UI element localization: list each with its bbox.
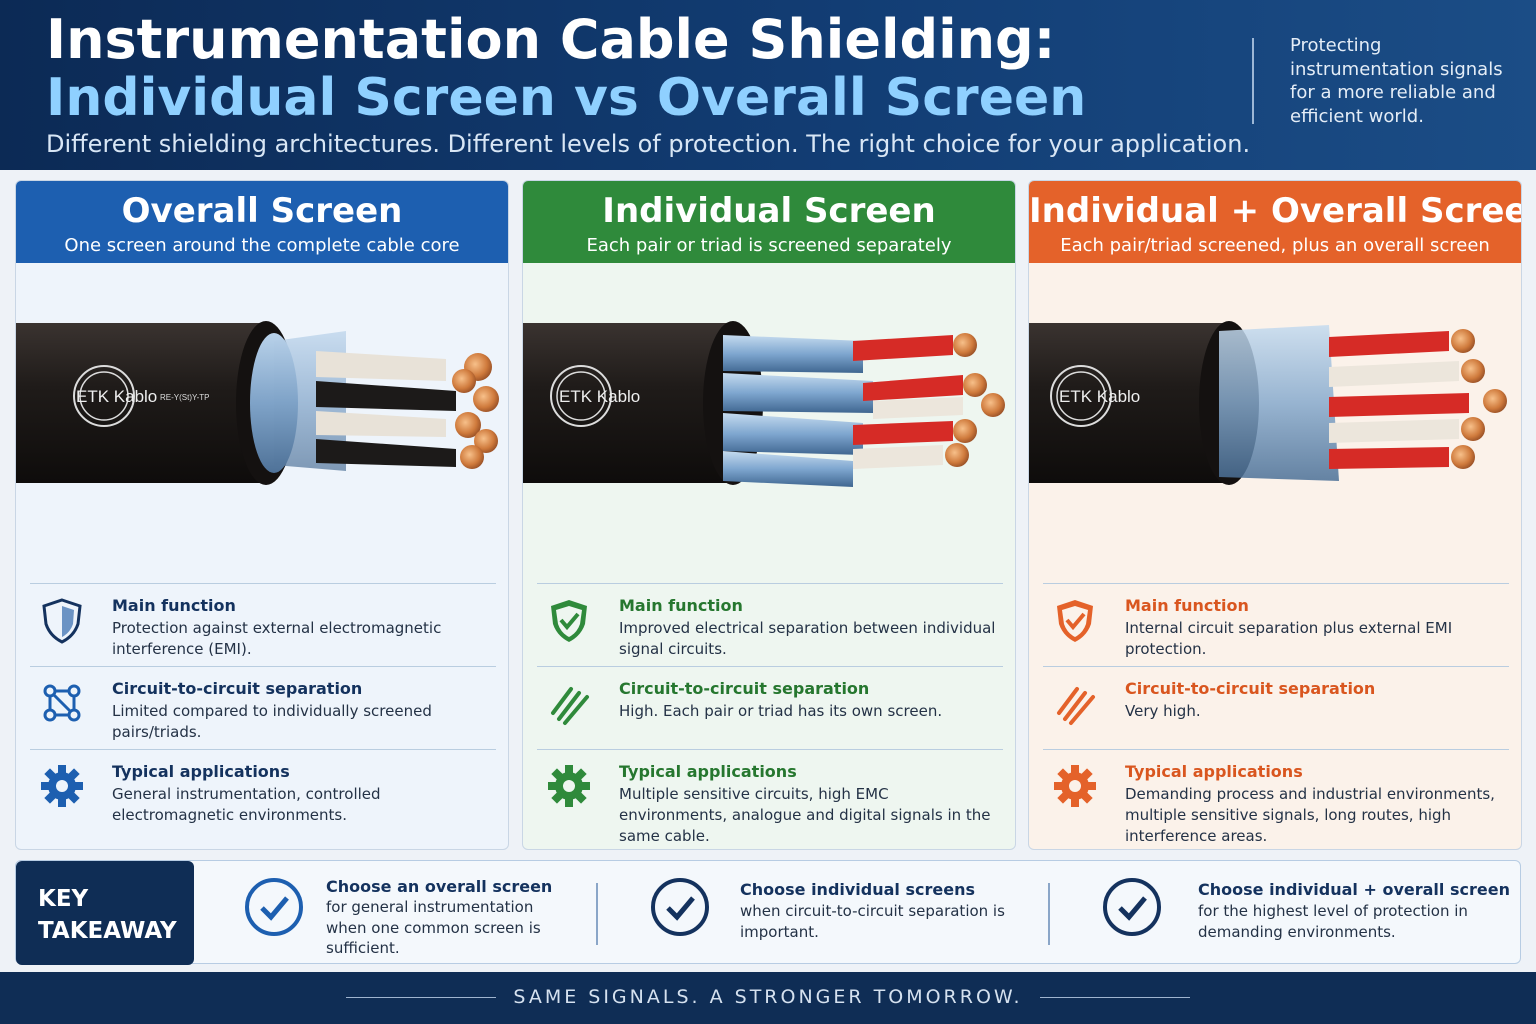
key-takeaway-label: KEY TAKEAWAY	[16, 861, 194, 965]
feature-heading: Typical applications	[619, 762, 797, 781]
panel-subtitle: One screen around the complete cable cor…	[64, 235, 460, 256]
cable-logo: ETK Kablo	[1050, 365, 1140, 427]
feature-main-function: Main function Improved electrical separa…	[537, 583, 1003, 666]
gear-icon	[1054, 765, 1096, 807]
cable-conductors	[316, 351, 499, 469]
panel-overall-screen: Overall Screen One screen around the com…	[15, 180, 509, 850]
feature-text: General instrumentation, controlled elec…	[112, 785, 381, 824]
footer-rule-left	[346, 997, 496, 998]
panel-header: Individual Screen Each pair or triad is …	[523, 181, 1015, 263]
header-banner: Instrumentation Cable Shielding: Individ…	[0, 0, 1536, 170]
cable-conductors	[853, 333, 1005, 469]
feature-text: Limited compared to individually screene…	[112, 702, 432, 741]
header-divider	[1252, 38, 1254, 124]
feature-heading: Main function	[1125, 596, 1249, 615]
takeaway-item-individual-overall: Choose individual + overall screen for t…	[1102, 861, 1512, 965]
panel-title: Overall Screen	[121, 191, 403, 231]
feature-text: Demanding process and industrial environ…	[1125, 785, 1495, 845]
takeaway-text: for general instrumentation when one com…	[326, 898, 541, 957]
chain-icon	[551, 687, 589, 725]
takeaway-divider	[596, 883, 598, 945]
check-circle-icon	[1103, 878, 1161, 936]
feature-heading: Typical applications	[1125, 762, 1303, 781]
panel-title: Individual Screen	[602, 191, 936, 231]
check-circle-icon	[651, 878, 709, 936]
cable-logo: ETK Kablo	[550, 365, 640, 427]
feature-typical-applications: Typical applications General instrumenta…	[30, 749, 496, 832]
cable-individual-overall-screen-illustration: ETK Kablo	[1029, 321, 1507, 485]
cable-brand: ETK Kablo	[1059, 387, 1140, 406]
panel-individual-overall-screen: Individual + Overall Screen Each pair/tr…	[1028, 180, 1522, 850]
feature-heading: Main function	[112, 596, 236, 615]
check-circle-icon	[245, 878, 303, 936]
cable-logo: ETK Kablo RE-Y(St)Y-TP	[73, 365, 210, 427]
cable-overall-screen-illustration: ETK Kablo RE-Y(St)Y-TP	[16, 321, 499, 485]
footer-banner: SAME SIGNALS. A STRONGER TOMORROW.	[0, 972, 1536, 1024]
panel-title: Individual + Overall Screen	[1029, 191, 1522, 231]
feature-heading: Circuit-to-circuit separation	[112, 679, 363, 698]
footer-rule-right	[1040, 997, 1190, 998]
feature-heading: Circuit-to-circuit separation	[1125, 679, 1376, 698]
page-title: Instrumentation Cable Shielding:	[46, 8, 1056, 71]
feature-text: Internal circuit separation plus externa…	[1125, 619, 1453, 658]
feature-list: Main function Internal circuit separatio…	[1043, 583, 1509, 845]
cable-individual-screen-illustration: ETK Kablo	[523, 321, 1005, 487]
feature-text: Improved electrical separation between i…	[619, 619, 996, 658]
feature-typical-applications: Typical applications Multiple sensitive …	[537, 749, 1003, 845]
feature-circuit-separation: Circuit-to-circuit separation Very high.	[1043, 666, 1509, 749]
takeaway-divider	[1048, 883, 1050, 945]
takeaway-text: for the highest level of protection in d…	[1198, 902, 1468, 941]
shield-check-icon	[551, 600, 587, 642]
page-subtitle: Different shielding architectures. Diffe…	[46, 130, 1251, 158]
panel-header: Individual + Overall Screen Each pair/tr…	[1029, 181, 1521, 263]
feature-typical-applications: Typical applications Demanding process a…	[1043, 749, 1509, 845]
chain-icon	[1057, 687, 1095, 725]
feature-circuit-separation: Circuit-to-circuit separation High. Each…	[537, 666, 1003, 749]
feature-text: Very high.	[1125, 702, 1201, 720]
feature-main-function: Main function Protection against externa…	[30, 583, 496, 666]
panel-subtitle: Each pair/triad screened, plus an overal…	[1060, 235, 1490, 256]
key-takeaway-box: KEY TAKEAWAY Choose an overall screen fo…	[15, 860, 1521, 965]
takeaway-text: when circuit-to-circuit separation is im…	[740, 902, 1005, 941]
circuit-icon	[43, 684, 81, 722]
cable-code: RE-Y(St)Y-TP	[160, 393, 210, 402]
cable-brand: ETK Kablo	[76, 387, 157, 406]
feature-heading: Circuit-to-circuit separation	[619, 679, 870, 698]
shield-icon	[42, 598, 82, 644]
takeaway-heading: Choose individual screens	[740, 880, 975, 899]
feature-heading: Typical applications	[112, 762, 290, 781]
cable-conductors	[1329, 329, 1507, 469]
footer-slogan: SAME SIGNALS. A STRONGER TOMORROW.	[513, 986, 1023, 1008]
panel-header: Overall Screen One screen around the com…	[16, 181, 508, 263]
feature-list: Main function Improved electrical separa…	[537, 583, 1003, 845]
panel-individual-screen: Individual Screen Each pair or triad is …	[522, 180, 1016, 850]
takeaway-heading: Choose individual + overall screen	[1198, 880, 1510, 899]
feature-text: High. Each pair or triad has its own scr…	[619, 702, 943, 720]
gear-icon	[548, 765, 590, 807]
takeaway-heading: Choose an overall screen	[326, 877, 553, 896]
feature-heading: Main function	[619, 596, 743, 615]
feature-text: Protection against external electromagne…	[112, 619, 442, 658]
takeaway-item-individual: Choose individual screens when circuit-t…	[650, 861, 1030, 965]
feature-list: Main function Protection against externa…	[30, 583, 496, 832]
feature-main-function: Main function Internal circuit separatio…	[1043, 583, 1509, 666]
page-title-secondary: Individual Screen vs Overall Screen	[46, 68, 1087, 128]
gear-icon	[41, 765, 83, 807]
feature-circuit-separation: Circuit-to-circuit separation Limited co…	[30, 666, 496, 749]
cable-brand: ETK Kablo	[559, 387, 640, 406]
takeaway-item-overall: Choose an overall screen for general ins…	[244, 861, 584, 965]
header-tagline: Protecting instrumentation signals for a…	[1290, 35, 1503, 127]
feature-text: Multiple sensitive circuits, high EMC en…	[619, 785, 991, 845]
shield-check-icon	[1057, 600, 1093, 642]
panel-subtitle: Each pair or triad is screened separatel…	[586, 235, 952, 256]
